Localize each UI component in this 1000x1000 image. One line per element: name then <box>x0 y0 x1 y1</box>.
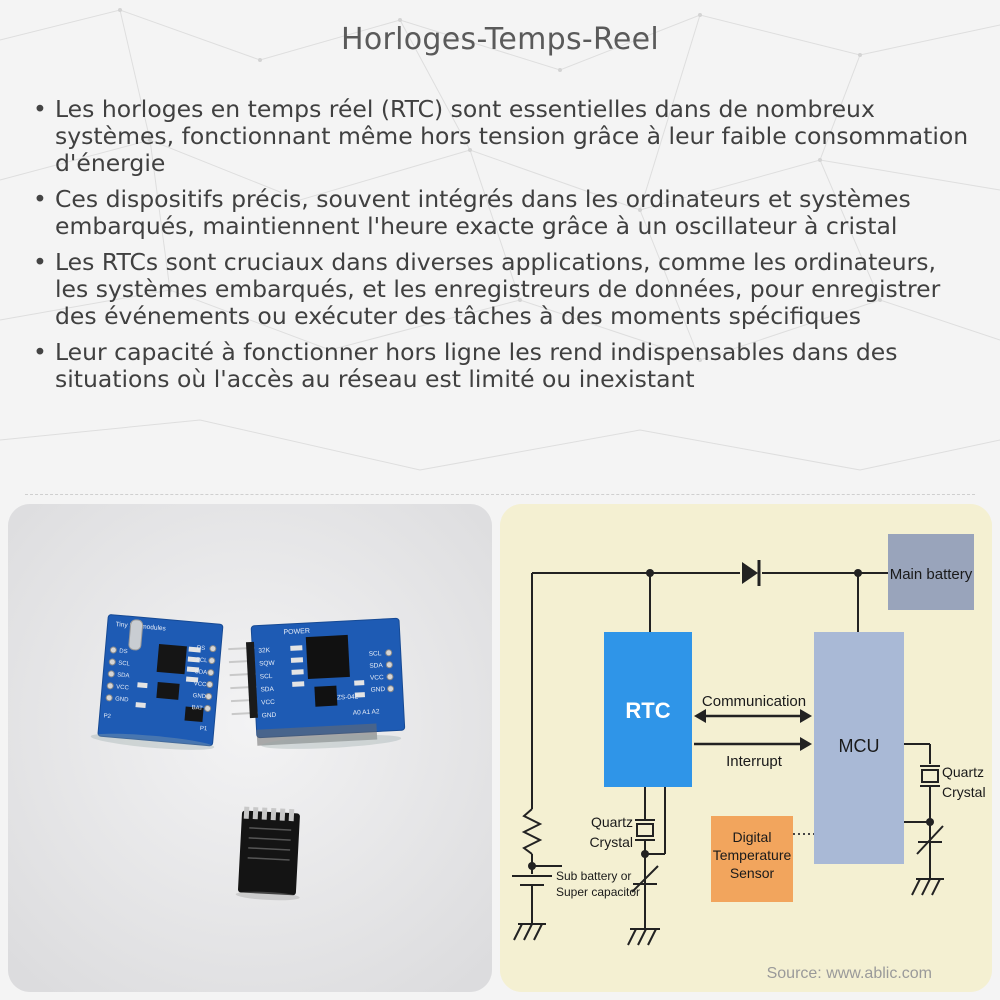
rtc-modules-photo: Tiny I2C modules DS SCL SDA VCC <box>8 504 492 992</box>
pin-label: SDA <box>117 672 130 679</box>
rtc-block-diagram: Main battery RTC MCU Communication Inter… <box>500 504 992 992</box>
pin-label: SCL <box>369 650 382 658</box>
section-divider <box>25 494 975 495</box>
pin-label: GND <box>115 696 129 703</box>
address-label: A0 A1 A2 <box>353 708 380 716</box>
main-battery-label: Main battery <box>890 566 973 583</box>
rtc-chip <box>235 806 300 901</box>
pin-label: GND <box>192 693 206 700</box>
pin-label: DS <box>119 649 128 656</box>
super-capacitor-label: Super capacitor <box>556 885 640 899</box>
pin-label: P1 <box>200 726 208 733</box>
mcu-label: MCU <box>839 736 880 756</box>
part-number: ZS-042 <box>337 693 359 701</box>
zs042-rtc-module: POWER 32K SQW SCL SDA VCC GND SCL SDA <box>228 617 406 749</box>
pin-label: GND <box>370 686 385 694</box>
communication-label: Communication <box>702 693 806 710</box>
pin-label: VCC <box>116 684 130 691</box>
pin-label: SQW <box>259 660 276 668</box>
pin-label: VCC <box>193 681 207 688</box>
pin-label: VCC <box>370 674 384 682</box>
sensor-label-line: Temperature <box>713 847 792 863</box>
tiny-rtc-module: Tiny I2C modules DS SCL SDA VCC <box>90 614 224 750</box>
pin-label: SCL <box>260 673 273 681</box>
pin-label: SCL <box>196 657 209 664</box>
bullet-item: Les horloges en temps réel (RTC) sont es… <box>30 96 970 177</box>
rtc-label: RTC <box>625 698 670 723</box>
pin-label: SDA <box>194 669 207 676</box>
crystal-label-left: Crystal <box>589 834 633 850</box>
crystal-label-right: Crystal <box>942 784 986 800</box>
main-battery-block <box>888 534 974 610</box>
source-credit: Source: www.ablic.com <box>767 965 932 982</box>
rtc-block <box>604 632 692 787</box>
pin-label: DS <box>197 645 206 652</box>
module2-header: POWER <box>283 628 310 636</box>
pin-label: P2 <box>103 713 111 720</box>
bullet-item: Leur capacité à fonctionner hors ligne l… <box>30 339 970 393</box>
pin-label: 32K <box>258 647 271 655</box>
page-title: Horloges-Temps-Reel <box>341 22 659 57</box>
pin-label: BAT <box>191 705 203 712</box>
sub-battery-label: Sub battery or <box>556 869 631 883</box>
pin-label: GND <box>262 712 277 720</box>
bullet-item: Les RTCs sont cruciaux dans diverses app… <box>30 249 970 330</box>
pin-label: SDA <box>260 686 274 694</box>
mcu-block <box>814 632 904 864</box>
bullet-list: Les horloges en temps réel (RTC) sont es… <box>30 96 970 402</box>
pin-label: VCC <box>261 699 275 707</box>
pin-label: SDA <box>369 662 383 670</box>
interrupt-label: Interrupt <box>726 753 783 770</box>
quartz-label-right: Quartz <box>942 764 984 780</box>
quartz-label-left: Quartz <box>591 814 633 830</box>
pin-label: SCL <box>118 660 131 667</box>
bullet-item: Ces dispositifs précis, souvent intégrés… <box>30 186 970 240</box>
sensor-label-line: Sensor <box>730 865 775 881</box>
sensor-label-line: Digital <box>733 829 772 845</box>
temperature-sensor-block <box>711 816 793 902</box>
